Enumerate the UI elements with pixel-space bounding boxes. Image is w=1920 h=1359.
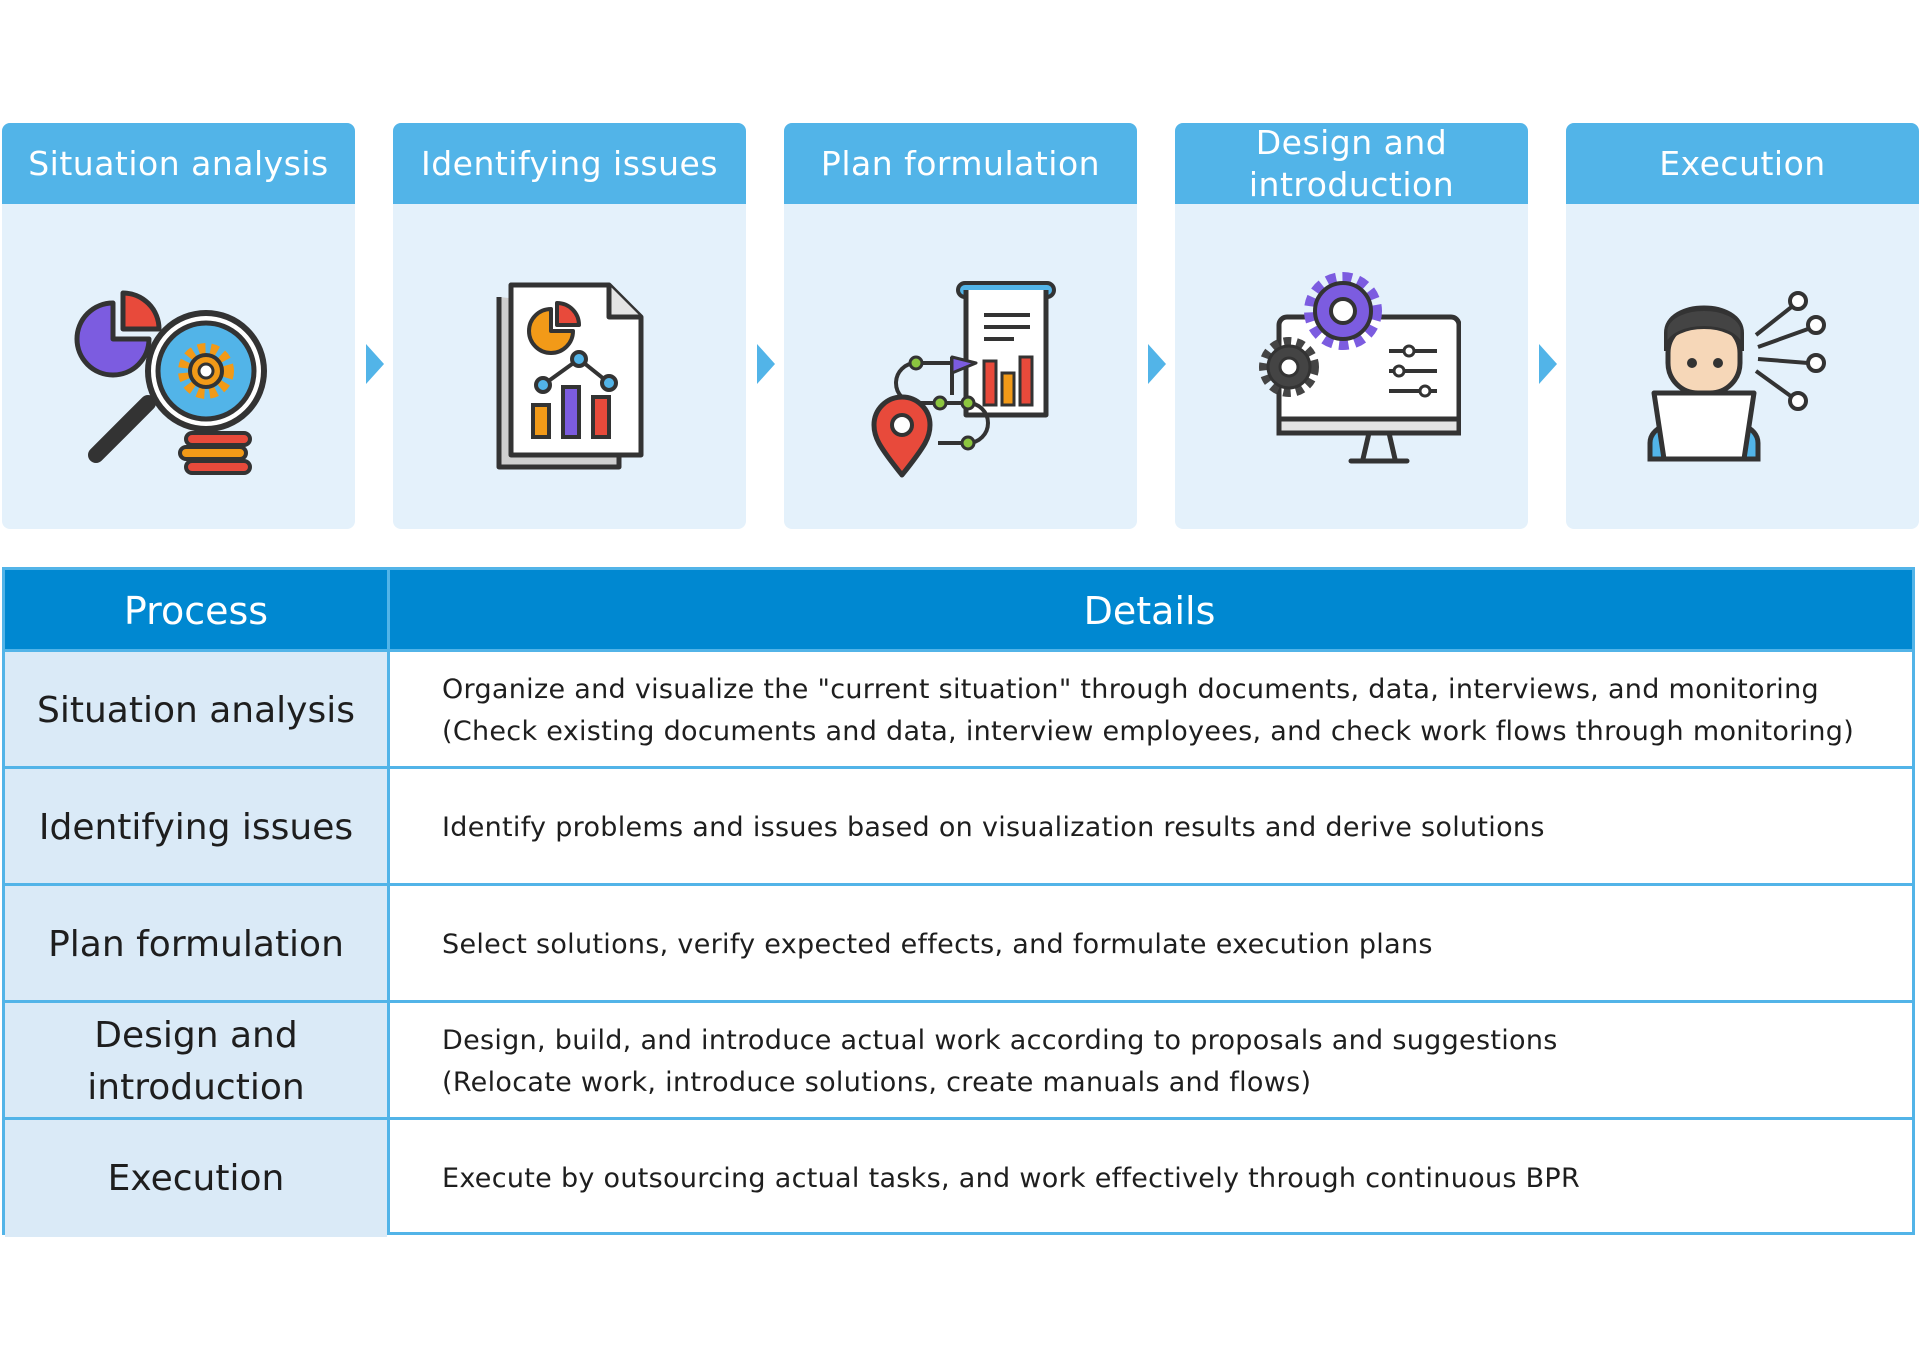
chevron-right-icon xyxy=(757,344,775,384)
step-design-and-introduction: Design and introduction xyxy=(1175,123,1528,529)
process-cell: Situation analysis xyxy=(5,652,387,769)
table-row: Execution Execute by outsourcing actual … xyxy=(5,1117,1912,1237)
column-divider xyxy=(387,570,390,1232)
row-divider xyxy=(5,649,1912,652)
report-document-chart-icon xyxy=(496,282,644,470)
row-divider xyxy=(5,1000,1912,1003)
step-title-line: Identifying issues xyxy=(420,143,719,183)
details-cell: Design, build, and introduce actual work… xyxy=(390,1003,1912,1120)
step-execution: Execution xyxy=(1566,123,1919,529)
table-row: Plan formulation Select solutions, verif… xyxy=(5,883,1912,1003)
chevron-right-icon xyxy=(1539,344,1557,384)
step-plan-formulation: Plan formulation xyxy=(784,123,1137,529)
details-cell: Execute by outsourcing actual tasks, and… xyxy=(390,1120,1912,1237)
detail-line: Design, build, and introduce actual work… xyxy=(442,1024,1558,1056)
plan-roadmap-icon xyxy=(871,281,1056,478)
step-title: Execution xyxy=(1566,123,1919,204)
table-row: Situation analysis Organize and visualiz… xyxy=(5,649,1912,769)
process-line: introduction xyxy=(87,1066,305,1108)
detail-line: (Relocate work, introduce solutions, cre… xyxy=(442,1066,1312,1098)
detail-line: Select solutions, verify expected effect… xyxy=(442,928,1433,960)
table-header: Process Details xyxy=(5,570,1912,652)
detail-line: Execute by outsourcing actual tasks, and… xyxy=(442,1162,1581,1194)
table-row: Identifying issues Identify problems and… xyxy=(5,766,1912,886)
monitor-gears-settings-icon xyxy=(1259,272,1461,464)
magnifier-gear-chart-icon xyxy=(74,290,267,475)
step-title: Plan formulation xyxy=(784,123,1137,204)
step-situation-analysis: Situation analysis xyxy=(2,123,355,529)
step-title-line: introduction xyxy=(1248,164,1455,204)
step-title: Identifying issues xyxy=(393,123,746,204)
process-cell: Plan formulation xyxy=(5,886,387,1003)
step-title-line: Execution xyxy=(1659,143,1826,183)
step-title: Situation analysis xyxy=(2,123,355,204)
process-cell: Design and introduction xyxy=(5,1003,387,1120)
process-line: Situation analysis xyxy=(36,689,355,731)
step-title-line: Situation analysis xyxy=(28,143,329,183)
process-details-table: Process Details Situation analysis Organ… xyxy=(2,567,1915,1237)
process-line: Design and xyxy=(94,1014,298,1056)
process-line: Plan formulation xyxy=(48,923,344,965)
process-flow: Situation analysis Identifying issues xyxy=(0,123,1920,529)
row-divider xyxy=(5,883,1912,886)
detail-line: Identify problems and issues based on vi… xyxy=(442,811,1545,843)
row-divider xyxy=(5,1117,1912,1120)
process-line: Identifying issues xyxy=(38,806,354,848)
step-title: Design and introduction xyxy=(1175,123,1528,204)
process-cell: Execution xyxy=(5,1120,387,1237)
detail-line: Organize and visualize the "current situ… xyxy=(442,673,1819,705)
process-line: Execution xyxy=(107,1157,285,1199)
row-divider xyxy=(5,766,1912,769)
person-laptop-icon xyxy=(1647,291,1826,462)
details-cell: Select solutions, verify expected effect… xyxy=(390,886,1912,1003)
details-cell: Organize and visualize the "current situ… xyxy=(390,652,1912,769)
step-identifying-issues: Identifying issues xyxy=(393,123,746,529)
header-process: Process xyxy=(123,589,269,633)
detail-line: (Check existing documents and data, inte… xyxy=(442,715,1855,747)
chevron-right-icon xyxy=(366,344,384,384)
step-title-line: Design and xyxy=(1255,123,1448,162)
step-title-line: Plan formulation xyxy=(820,143,1101,183)
chevron-right-icon xyxy=(1148,344,1166,384)
process-cell: Identifying issues xyxy=(5,769,387,886)
table-row: Design and introduction Design, build, a… xyxy=(5,1000,1912,1120)
details-cell: Identify problems and issues based on vi… xyxy=(390,769,1912,886)
header-details: Details xyxy=(1083,589,1216,633)
